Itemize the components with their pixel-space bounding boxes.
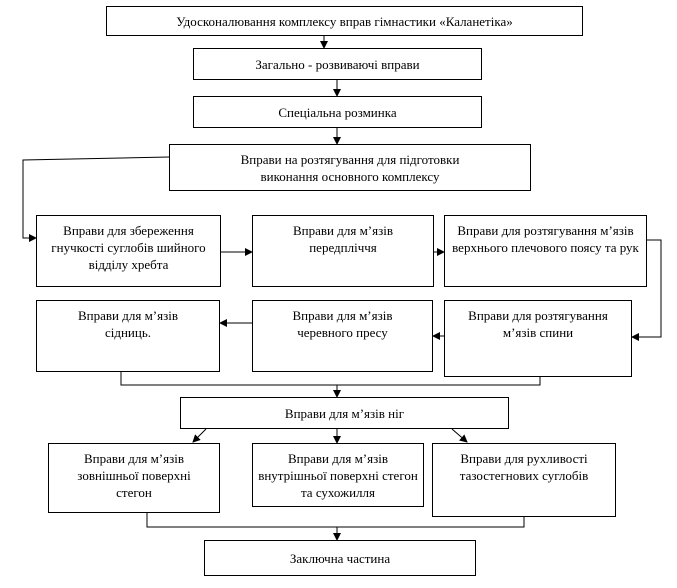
line-row3-merge [146, 513, 525, 528]
box-shoulder-text: Вправи для розтягування м’язів верхнього… [452, 223, 639, 255]
box-hip-text: Вправи для рухливості тазостегнових сугл… [459, 451, 589, 483]
box-glutes-text: Вправи для м’язів сідниць. [78, 308, 178, 340]
box-back: Вправи для розтягування м’язів спини [444, 300, 632, 377]
arrow-legs-to-outer [192, 428, 207, 443]
box-stretch-prep-text: Вправи на розтягування для підготовки ви… [240, 151, 460, 184]
box-legs-text: Вправи для м’язів ніг [284, 405, 405, 421]
box-special: Спеціальна розминка [193, 96, 482, 128]
box-abs-text: Вправи для м’язів черевного пресу [292, 308, 393, 340]
box-title: Удосконалювання комплексу вправ гімнасти… [106, 6, 583, 36]
arrow-legs-to-hip [451, 428, 468, 443]
box-glutes: Вправи для м’язів сідниць. [36, 300, 220, 372]
box-inner-thigh: Вправи для м’язів внутрішньої поверхні с… [252, 443, 424, 507]
box-neck: Вправи для збереження гнучкості суглобів… [36, 215, 221, 287]
box-forearm-text: Вправи для м’язів передпліччя [293, 223, 393, 255]
box-general-text: Загально - розвиваючі вправи [255, 56, 420, 72]
arrow-stretch-to-neck [22, 156, 170, 242]
box-neck-text: Вправи для збереження гнучкості суглобів… [51, 223, 206, 272]
box-forearm: Вправи для м’язів передпліччя [252, 215, 434, 287]
box-general: Загально - розвиваючі вправи [193, 48, 482, 80]
box-outer-thigh-text: Вправи для м’язів зовнішньої поверхні ст… [77, 451, 191, 500]
box-outer-thigh: Вправи для м’язів зовнішньої поверхні ст… [48, 443, 220, 513]
box-final-text: Заключна частина [289, 550, 391, 566]
box-back-text: Вправи для розтягування м’язів спини [468, 308, 608, 340]
arrow-shoulder-to-back [631, 239, 662, 341]
line-row2-merge [120, 372, 541, 386]
box-inner-thigh-text: Вправи для м’язів внутрішньої поверхні с… [258, 451, 418, 500]
box-abs: Вправи для м’язів черевного пресу [252, 300, 433, 372]
box-final: Заключна частина [204, 540, 476, 576]
box-stretch-prep: Вправи на розтягування для підготовки ви… [169, 144, 531, 191]
box-legs: Вправи для м’язів ніг [180, 397, 509, 429]
box-special-text: Спеціальна розминка [278, 104, 397, 120]
box-shoulder: Вправи для розтягування м’язів верхнього… [444, 215, 647, 287]
box-title-text: Удосконалювання комплексу вправ гімнасти… [176, 13, 513, 29]
box-hip: Вправи для рухливості тазостегнових сугл… [432, 443, 616, 517]
